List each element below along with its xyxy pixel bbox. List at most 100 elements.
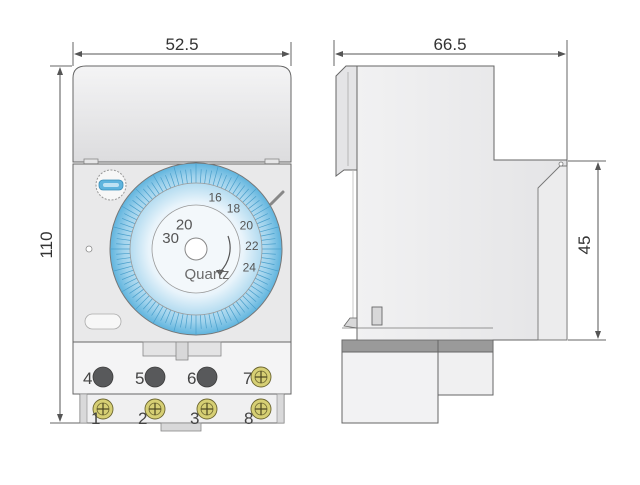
dial-tick (258, 222, 272, 229)
dial-tick (132, 288, 144, 298)
dial-tick (232, 182, 241, 195)
dial-tick (152, 174, 164, 193)
dial-tick (239, 298, 250, 310)
dial-tick (169, 311, 176, 325)
dial-tick (132, 200, 144, 210)
dial-tick (208, 170, 212, 185)
terminal-8[interactable]: 8 (244, 398, 272, 428)
din-clip (160, 422, 202, 432)
dial-tick (121, 273, 136, 280)
dimension-depth-side: 66.5 (333, 35, 568, 160)
dial-tick (135, 195, 147, 206)
indicator-hole (85, 245, 93, 253)
dial-outer-number: 22 (245, 239, 259, 253)
dial-tick (252, 281, 271, 293)
dial-tick (242, 187, 258, 203)
front-top-cover (72, 65, 292, 163)
terminal-3[interactable]: 3 (190, 398, 218, 428)
dial-tick (165, 309, 172, 324)
dial-outer-number: 16 (208, 190, 222, 204)
dial-tick (245, 292, 257, 303)
terminal-row-bottom: 1 2 3 (91, 398, 272, 428)
dial-tick (250, 285, 263, 294)
dial-tick (199, 169, 202, 184)
dial-tick (261, 238, 276, 241)
dial-tick (117, 233, 132, 237)
dial-tick (190, 169, 193, 184)
dial-tick (121, 218, 136, 225)
side-view (335, 65, 568, 424)
dial-tick (261, 257, 276, 260)
dial-tick (261, 252, 276, 255)
dial-inner-number: 20 (176, 217, 193, 234)
side-latch (371, 306, 383, 326)
side-back-plate (335, 65, 358, 177)
dial-tick (129, 204, 142, 213)
dial-tick (165, 174, 172, 189)
dial-tick (259, 226, 280, 233)
dial-center-knob (184, 237, 208, 261)
setting-lever[interactable] (269, 190, 285, 206)
dial-tick (250, 204, 263, 213)
front-width-label: 52.5 (165, 35, 198, 54)
terminal-number: 1 (91, 409, 100, 428)
dial-tick (116, 243, 131, 246)
dial-tick (245, 195, 257, 206)
dial-tick (185, 314, 188, 329)
side-terminal-housing (341, 351, 439, 424)
dial-outer-number: 18 (227, 201, 241, 215)
dial-tick (224, 177, 232, 190)
dimension-step-side: 45 (568, 160, 606, 341)
dial-tick (112, 226, 133, 233)
dial-tick (151, 303, 160, 316)
terminal-1[interactable]: 1 (91, 398, 114, 428)
dial-tick (134, 187, 150, 203)
dial-tick (204, 169, 207, 184)
dial-brand-label: Quartz (184, 266, 229, 283)
dial-tick (124, 213, 137, 221)
dial-tick (224, 308, 232, 321)
dial-tick (258, 269, 272, 276)
label-slot (84, 313, 122, 330)
dial-tick (173, 312, 180, 333)
dial-segment-ticks (110, 163, 282, 335)
dial-tick (212, 165, 219, 186)
terminal-6[interactable]: 6 (187, 366, 218, 388)
dial-tick (173, 165, 180, 186)
dial-tick (124, 277, 137, 285)
dial-tick (129, 285, 142, 294)
dial-tick (216, 311, 223, 325)
dial-tick (220, 174, 227, 189)
dial-tick (260, 233, 275, 237)
side-terminal-cover (437, 351, 494, 396)
terminal-5[interactable]: 5 (135, 366, 166, 388)
dial-tick (235, 185, 245, 197)
dial-tick (185, 169, 188, 184)
dial-tick (235, 301, 245, 313)
dial-tick (121, 205, 140, 217)
dial-tick (199, 314, 202, 329)
mode-switch-icon[interactable] (95, 169, 127, 201)
dial-tick (135, 292, 147, 303)
dial-tick (120, 269, 134, 276)
terminal-number: 4 (83, 369, 92, 388)
dial-tick (190, 314, 193, 329)
screw-terminal-icon (250, 366, 272, 388)
dial-tick (134, 295, 150, 311)
dial-tick (239, 188, 250, 200)
dial-tick (147, 301, 157, 313)
dial-tick (248, 200, 260, 210)
side-front-bevel (537, 165, 568, 341)
dial-tick (117, 261, 132, 265)
dial-tick (121, 281, 140, 293)
dial-tick (116, 252, 131, 255)
front-height-label: 110 (37, 231, 56, 258)
terminal-4[interactable]: 4 (83, 366, 114, 388)
dial-tick (261, 243, 276, 246)
terminal-2[interactable]: 2 (138, 398, 166, 428)
dial-tick (180, 170, 184, 185)
dial-tick (232, 303, 241, 316)
terminal-7[interactable]: 7 (243, 366, 272, 388)
